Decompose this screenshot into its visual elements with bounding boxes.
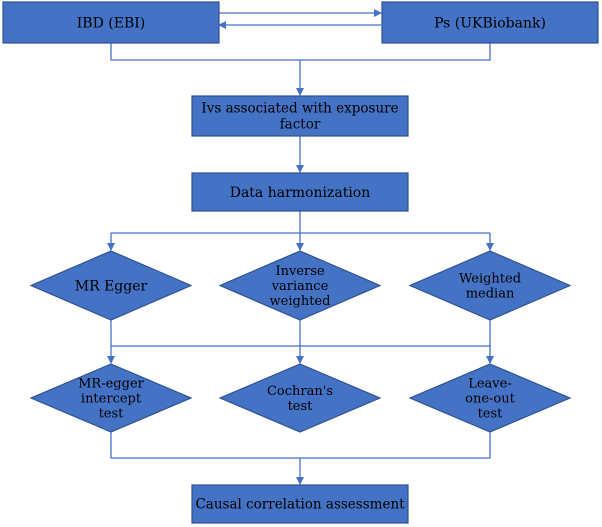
node-causal: Causal correlation assessment <box>191 484 409 524</box>
leave-one-out-label-line: Leave- <box>468 377 512 392</box>
node-ivs-shape <box>191 95 409 137</box>
node-mr-egger: MR Egger <box>29 250 193 321</box>
connectors <box>107 9 494 485</box>
node-harmonization: Data harmonization <box>191 172 409 212</box>
node-ps-label: Ps (UKBiobank) <box>434 15 546 31</box>
node-causal-shape <box>191 484 409 524</box>
node-ps: Ps (UKBiobank) <box>381 1 599 44</box>
node-cochran-shape <box>218 363 382 433</box>
node-causal-label: Causal correlation assessment <box>195 497 405 513</box>
node-harmonization-label: Data harmonization <box>230 185 371 201</box>
node-mr-egger-intercept-shape <box>29 363 193 433</box>
mr-egger-intercept-label-line: intercept <box>81 392 142 407</box>
mr-egger-intercept-label-line: MR-egger <box>78 377 145 392</box>
ivw-label-line: variance <box>271 279 329 294</box>
ibd-label-line: IBD (EBI) <box>77 15 145 31</box>
node-weighted-median-shape <box>408 250 572 321</box>
merge-line-top <box>110 43 491 61</box>
node-ibd-shape <box>2 1 220 44</box>
ivs-label-line: Ivs associated with exposure <box>201 101 398 117</box>
leave-one-out-label-line: test <box>478 407 504 422</box>
node-ibd: IBD (EBI) <box>2 1 220 44</box>
ivw-label-line: weighted <box>270 294 331 309</box>
cochran-label-line: Cochran's <box>267 384 333 399</box>
node-harmonization-shape <box>191 172 409 212</box>
node-leave-one-out-shape <box>408 363 572 433</box>
causal-label-line: Causal correlation assessment <box>195 497 405 513</box>
ivs-label-line: factor <box>280 117 321 133</box>
mr-egger-label-line: MR Egger <box>75 278 148 294</box>
node-mr-egger-label: MR Egger <box>75 278 148 294</box>
node-ivw-shape <box>218 250 382 321</box>
node-ibd-label: IBD (EBI) <box>77 15 145 31</box>
ivw-label-line: Inverse <box>275 264 324 279</box>
node-mr-egger-shape <box>29 250 193 321</box>
merge-line-bottom <box>110 432 491 459</box>
node-ps-shape <box>381 1 599 44</box>
weighted-median-label-line: median <box>466 287 515 302</box>
ps-label-line: Ps (UKBiobank) <box>434 15 546 31</box>
harmonization-label-line: Data harmonization <box>230 185 371 201</box>
weighted-median-label-line: Weighted <box>459 272 521 287</box>
leave-one-out-label-line: one-out <box>465 392 515 407</box>
cochran-label-line: test <box>288 399 314 414</box>
mr-egger-intercept-label-line: test <box>99 407 125 422</box>
